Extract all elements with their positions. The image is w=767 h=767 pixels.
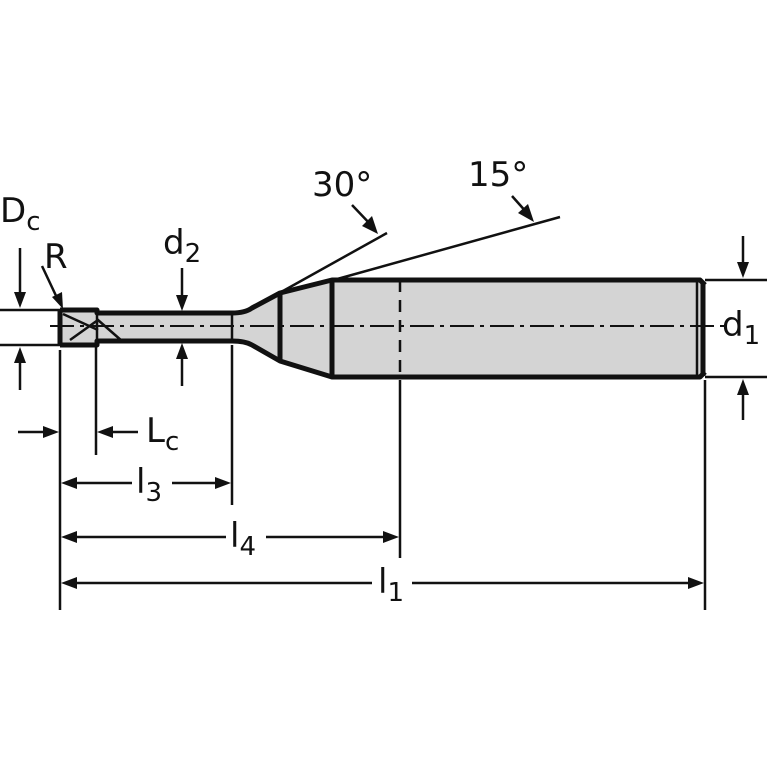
label-d2-sub: 2 — [185, 239, 202, 269]
dimension-r — [40, 265, 63, 309]
d1-arrow-down — [737, 262, 749, 278]
label-l3-main: l — [136, 462, 145, 502]
l4-arrow-right — [383, 531, 399, 543]
tool-upper-outline — [60, 277, 707, 316]
label-d1-main: d — [722, 305, 744, 345]
angle-15-arrowhead — [518, 204, 534, 222]
lc-arrow-right — [43, 426, 59, 438]
angle-30-line — [273, 231, 388, 298]
dimension-l3 — [61, 477, 231, 489]
label-l1-main: l — [378, 562, 387, 602]
label-l1: l1 — [378, 562, 404, 608]
label-r: R — [44, 237, 68, 277]
d1-arrow-up — [737, 379, 749, 395]
angle-30-arrowhead — [362, 216, 378, 234]
d2-arrow-down — [176, 295, 188, 311]
dimension-dc — [14, 248, 26, 390]
label-angle-30: 30° — [312, 165, 372, 205]
extension-lines — [0, 278, 767, 610]
label-lc-sub: c — [165, 427, 179, 457]
label-l3-sub: 3 — [145, 478, 162, 508]
flute-line-upper — [62, 312, 99, 332]
label-d2-main: d — [163, 223, 185, 263]
r-arrowhead — [52, 292, 63, 309]
label-l4: l4 — [230, 516, 256, 562]
dimension-d2 — [176, 268, 188, 386]
l1-arrow-left — [61, 577, 77, 589]
l3-arrow-left — [61, 477, 77, 489]
dimension-l1 — [61, 577, 704, 589]
angle-indicators — [273, 195, 561, 298]
dimension-d1 — [737, 236, 749, 420]
dimension-lc — [18, 426, 138, 438]
dimension-l4 — [61, 531, 399, 543]
l3-arrow-right — [215, 477, 231, 489]
label-l4-main: l — [230, 516, 239, 556]
l1-arrow-right — [688, 577, 704, 589]
label-d2: d2 — [163, 223, 201, 269]
label-lc-main: L — [146, 411, 165, 451]
label-dc-sub: c — [26, 207, 40, 237]
label-d1-sub: 1 — [744, 321, 761, 351]
l4-arrow-left — [61, 531, 77, 543]
label-l3: l3 — [136, 462, 162, 508]
label-d1: d1 — [722, 305, 760, 351]
tool-body — [50, 277, 725, 380]
dc-arrow-down — [14, 292, 26, 308]
tool-silhouette — [60, 280, 705, 377]
label-l4-sub: 4 — [239, 532, 256, 562]
tool-lower-outline — [60, 338, 707, 380]
label-angle-15: 15° — [468, 155, 528, 195]
label-lc: Lc — [146, 411, 179, 457]
dc-arrow-up — [14, 347, 26, 363]
angle-15-line — [329, 215, 561, 283]
d2-arrow-up — [176, 343, 188, 359]
lc-arrow-left — [97, 426, 113, 438]
label-dc: Dc — [0, 191, 40, 237]
label-l1-sub: 1 — [387, 578, 404, 608]
label-dc-main: D — [0, 191, 26, 231]
